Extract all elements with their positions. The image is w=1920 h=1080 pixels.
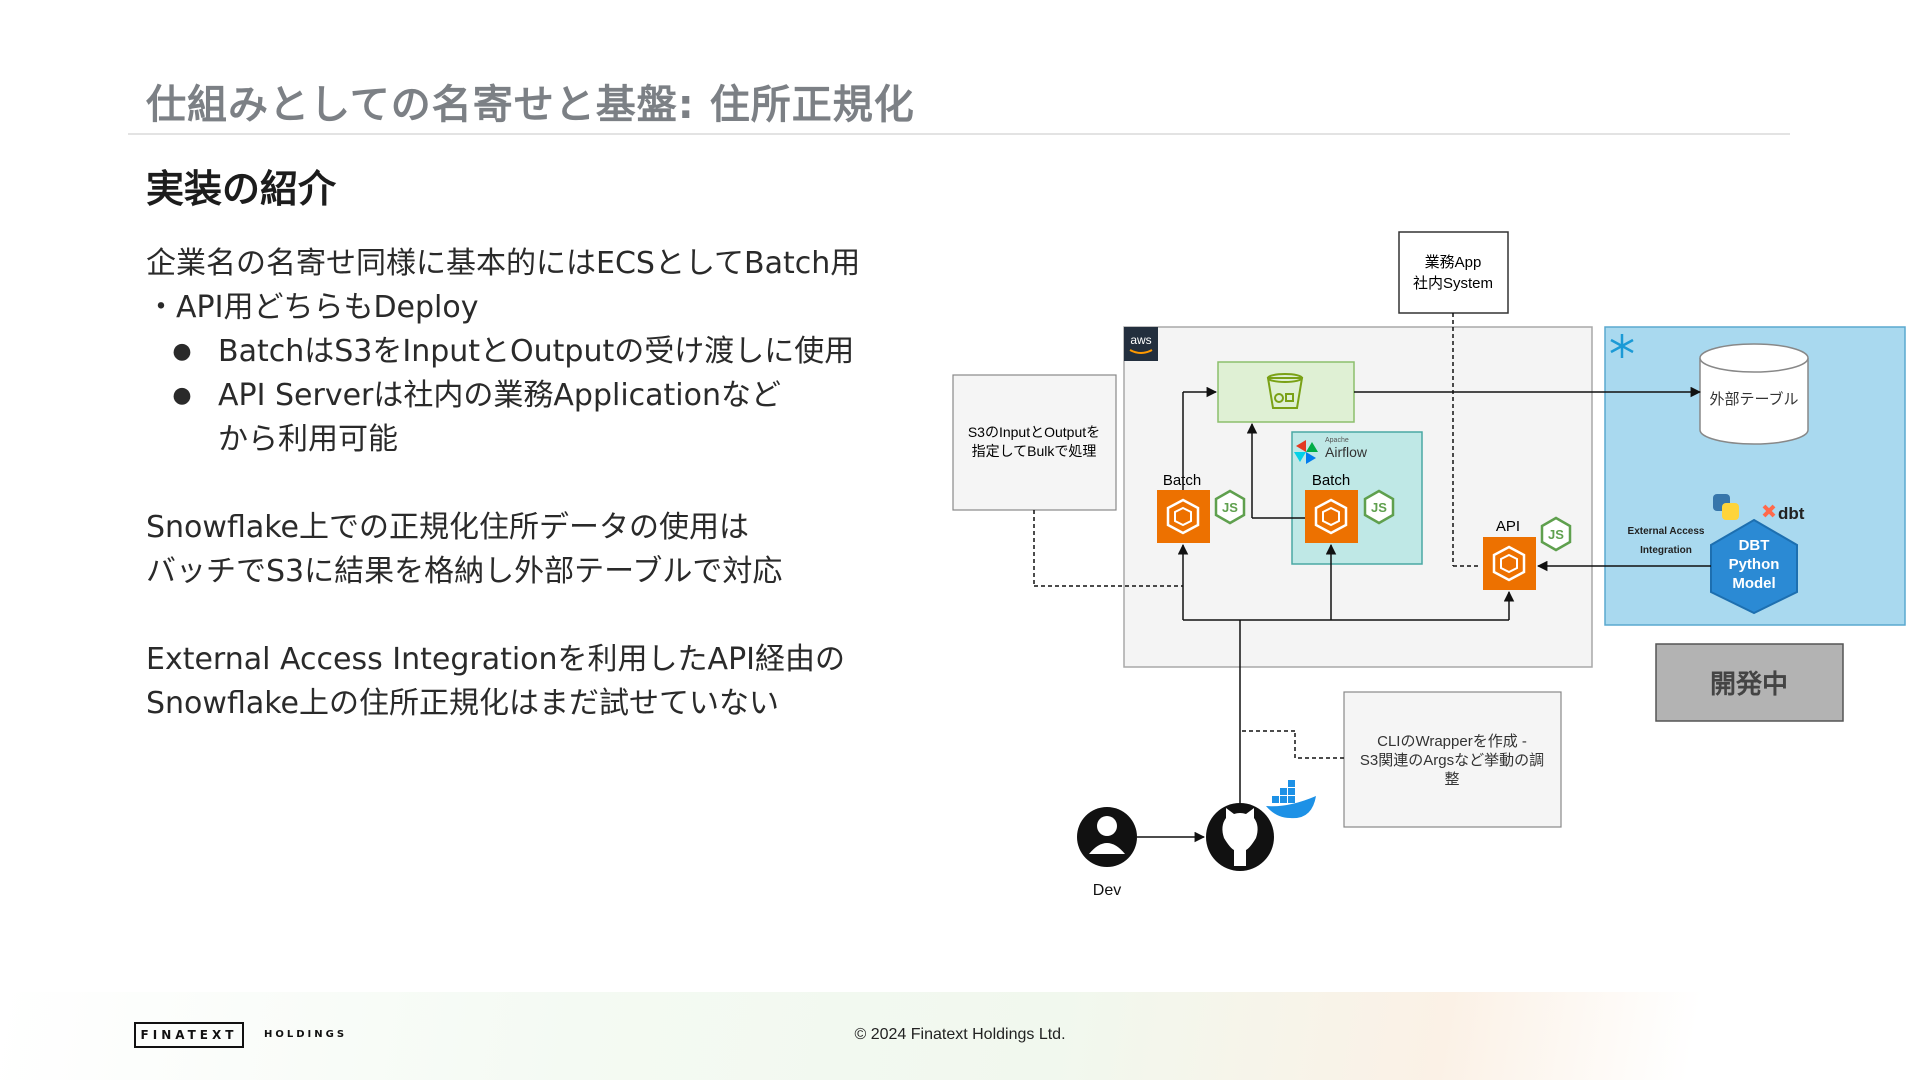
bullet-item: ● API Serverは社内の業務Applicationなど から利用可能: [146, 374, 916, 462]
para2-line2: バッチでS3に結果を格納し外部テーブルで対応: [146, 554, 783, 589]
cli-note-line1: CLIのWrapperを作成 -: [1377, 733, 1527, 750]
business-app-box: [1398, 231, 1509, 314]
para1-line1: 企業名の名寄せ同様に基本的にはECSとしてBatch用: [146, 246, 861, 281]
nodejs-icon: JS: [1214, 489, 1246, 525]
dbt-model-line1: DBT: [1739, 537, 1770, 554]
bullet-item: ● BatchはS3をInputとOutputの受け渡しに使用: [146, 330, 916, 374]
footer-band: [0, 992, 1920, 1080]
s3-note-line1: S3のInputとOutputを: [968, 424, 1100, 440]
s3-note-line2: 指定してBulkで処理: [972, 443, 1097, 459]
external-access-line2: Integration: [1640, 545, 1692, 556]
python-icon: [1713, 494, 1739, 520]
body-text: 企業名の名寄せ同様に基本的にはECSとしてBatch用 ・API用どちらもDep…: [146, 242, 916, 726]
external-table-cylinder: [1699, 343, 1809, 445]
bullet-marker: ●: [172, 383, 192, 408]
para3-line2: Snowflake上の住所正規化はまだ試せていない: [146, 686, 779, 721]
dbt-icon: [1762, 504, 1776, 518]
cli-note-box: [1343, 691, 1562, 828]
business-app-line1: 業務App: [1425, 254, 1482, 271]
status-label: 開発中: [1710, 669, 1788, 699]
dbt-label: dbt: [1778, 504, 1805, 523]
aws-badge-text: aws: [1130, 333, 1151, 347]
snowflake-icon: [1610, 334, 1634, 358]
aws-icon: aws: [1124, 327, 1158, 361]
s3-note-box: [952, 374, 1117, 511]
ecs-api-icon: [1483, 537, 1536, 590]
ecs-airflow-batch-icon: [1305, 490, 1358, 543]
js-badge-text: JS: [1548, 527, 1564, 542]
section-subtitle: 実装の紹介: [146, 167, 337, 211]
bullet-text: BatchはS3をInputとOutputの受け渡しに使用: [218, 334, 855, 369]
nodejs-icon: JS: [1363, 489, 1395, 525]
para3-line1: External Access Integrationを利用したAPI経由の: [146, 642, 846, 677]
copyright: © 2024 Finatext Holdings Ltd.: [854, 1026, 1066, 1043]
business-app-line2: 社内System: [1413, 275, 1493, 292]
company-logo: FINATEXT: [134, 1022, 244, 1048]
slide-title: 仕組みとしての名寄せと基盤: 住所正規化: [146, 82, 915, 128]
dbt-model-line3: Model: [1732, 575, 1775, 592]
dev-user-icon: [1077, 807, 1137, 867]
airflow-label: Airflow: [1325, 444, 1368, 460]
ecs-batch-icon: [1157, 490, 1210, 543]
company-logo-holdings: HOLDINGS: [264, 1029, 348, 1040]
api-label: API: [1496, 518, 1520, 535]
docker-icon: [1266, 780, 1316, 819]
airflow-icon: [1294, 440, 1318, 464]
batch-label: Batch: [1163, 472, 1201, 489]
nodejs-icon: JS: [1540, 516, 1572, 552]
external-access-line1: External Access: [1628, 526, 1705, 537]
title-divider: [128, 133, 1790, 135]
external-table-label: 外部テーブル: [1709, 390, 1798, 408]
dbt-python-model-hexagon: [1710, 518, 1798, 615]
cli-note-line3: 整: [1444, 771, 1459, 788]
github-icon: [1206, 803, 1274, 871]
status-box: [1655, 643, 1844, 722]
bullet-marker: ●: [172, 339, 192, 364]
para2-line1: Snowflake上での正規化住所データの使用は: [146, 510, 749, 545]
para1-line2: ・API用どちらもDeploy: [146, 290, 479, 325]
bullet-text: API Serverは社内の業務Applicationなど から利用可能: [218, 374, 916, 462]
cli-note-line2: S3関連のArgsなど挙動の調: [1360, 752, 1544, 769]
dbt-model-line2: Python: [1729, 556, 1780, 573]
js-badge-text: JS: [1371, 500, 1387, 515]
js-badge-text: JS: [1222, 500, 1238, 515]
dev-label: Dev: [1093, 882, 1121, 899]
airflow-small-text: Apache: [1325, 437, 1349, 444]
airflow-batch-label: Batch: [1312, 472, 1350, 489]
dashed-connectors: [1033, 313, 1481, 759]
bullet2-line2: から利用可能: [218, 422, 398, 457]
s3-bucket-box: [1217, 361, 1355, 423]
bullet2-line1: API Serverは社内の業務Applicationなど: [218, 378, 781, 413]
s3-bucket-icon: [1266, 373, 1304, 409]
connectors: [1137, 386, 1711, 843]
